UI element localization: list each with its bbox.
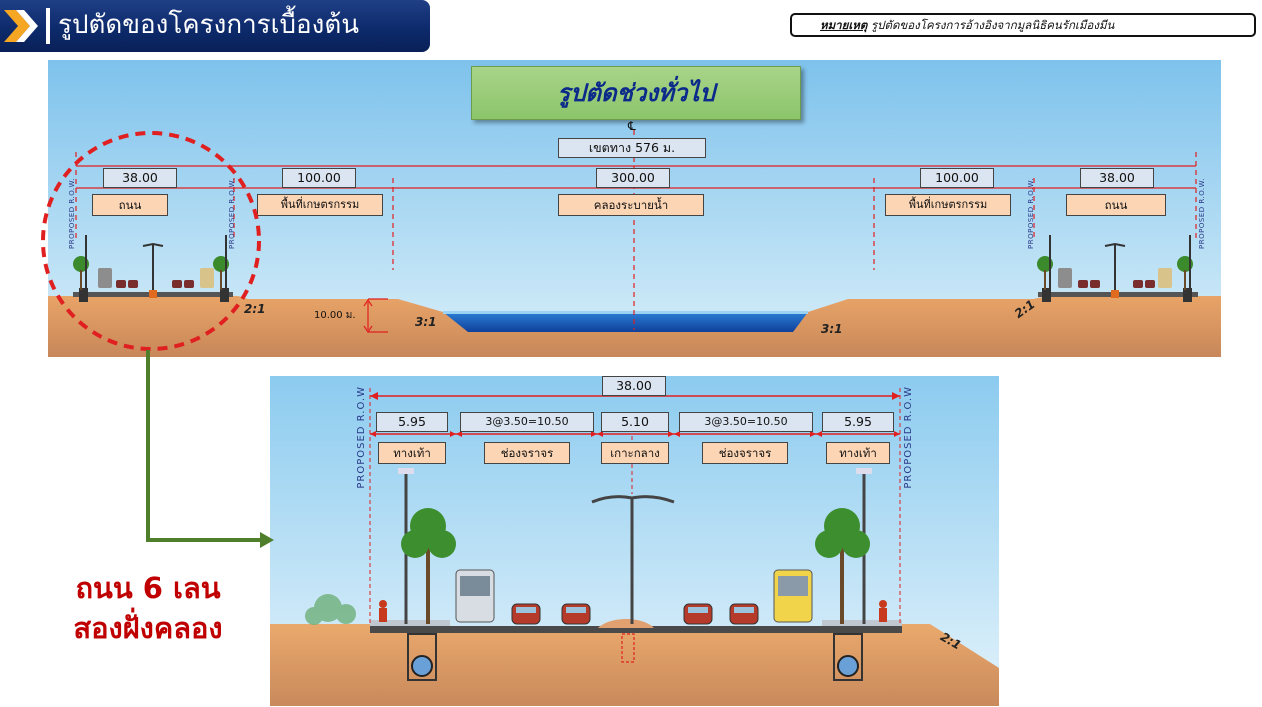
segment-width-median: 5.10 <box>601 412 669 432</box>
left-bank-slope: 2:1 <box>244 302 266 316</box>
segment-label-lanes-right: ช่องจราจร <box>702 442 788 464</box>
segment-width-lanes-right: 3@3.50=10.50 <box>679 412 813 432</box>
segment-label-sidewalk-left: ทางเท้า <box>378 442 446 464</box>
title-divider <box>46 8 50 44</box>
double-chevron-right-icon <box>4 10 38 42</box>
depth-label: 10.00 ม. <box>314 310 356 321</box>
row-marker-right-inner: PROPOSED R.O.W. <box>1027 178 1035 249</box>
right-road-label: ถนน <box>1066 194 1166 216</box>
overview-cross-section: รูปตัดช่วงทั่วไป ℄ เขตทาง 576 ม. 38.00 ถ… <box>48 60 1221 357</box>
segment-width-sidewalk-right: 5.95 <box>822 412 894 432</box>
right-road-width: 38.00 <box>1080 168 1154 188</box>
road-detail-cross-section: 38.00 5.95 3@3.50=10.50 5.10 3@3.50=10.5… <box>270 376 999 706</box>
callout-arrow-icon <box>146 350 274 548</box>
zoom-highlight-circle <box>41 131 261 351</box>
segment-label-median: เกาะกลาง <box>601 442 669 464</box>
note-label: หมายเหตุ <box>820 18 868 32</box>
segment-label-sidewalk-right: ทางเท้า <box>826 442 890 464</box>
right-farm-width: 100.00 <box>920 168 994 188</box>
note-text: รูปตัดของโครงการอ้างอิงจากมูลนิธิคนรักเม… <box>871 18 1115 32</box>
callout-line-2: สองฝั่งคลอง <box>73 611 223 645</box>
segment-width-lanes-left: 3@3.50=10.50 <box>460 412 594 432</box>
canal-width: 300.00 <box>596 168 670 188</box>
section-title: รูปตัดช่วงทั่วไป <box>471 66 801 120</box>
segment-width-sidewalk-left: 5.95 <box>376 412 448 432</box>
detail-row-marker-left: PROPOSED R.O.W <box>356 386 367 489</box>
left-farm-width: 100.00 <box>282 168 356 188</box>
detail-row-marker-right: PROPOSED R.O.W <box>903 386 914 489</box>
left-road-label: ถนน <box>92 194 168 216</box>
detail-total-width: 38.00 <box>602 376 666 396</box>
left-farm-label: พื้นที่เกษตรกรรม <box>257 194 383 216</box>
left-road-width: 38.00 <box>103 168 177 188</box>
left-canal-slope: 3:1 <box>415 315 437 329</box>
reference-note: หมายเหตุ รูปตัดของโครงการอ้างอิงจากมูลนิ… <box>790 13 1256 37</box>
centerline-marker: ℄ <box>628 119 636 133</box>
row-width-label: เขตทาง 576 ม. <box>558 138 706 158</box>
page-title: รูปตัดของโครงการเบื้องต้น <box>58 10 360 40</box>
callout-caption: ถนน 6 เลน สองฝั่งคลอง <box>28 568 268 648</box>
row-marker-right: PROPOSED R.O.W. <box>1198 178 1206 249</box>
title-bar: รูปตัดของโครงการเบื้องต้น <box>0 0 430 52</box>
right-canal-slope: 3:1 <box>821 322 843 336</box>
callout-line-1: ถนน 6 เลน <box>75 571 221 605</box>
canal-label: คลองระบายน้ำ <box>558 194 704 216</box>
right-farm-label: พื้นที่เกษตรกรรม <box>885 194 1011 216</box>
segment-label-lanes-left: ช่องจราจร <box>484 442 570 464</box>
